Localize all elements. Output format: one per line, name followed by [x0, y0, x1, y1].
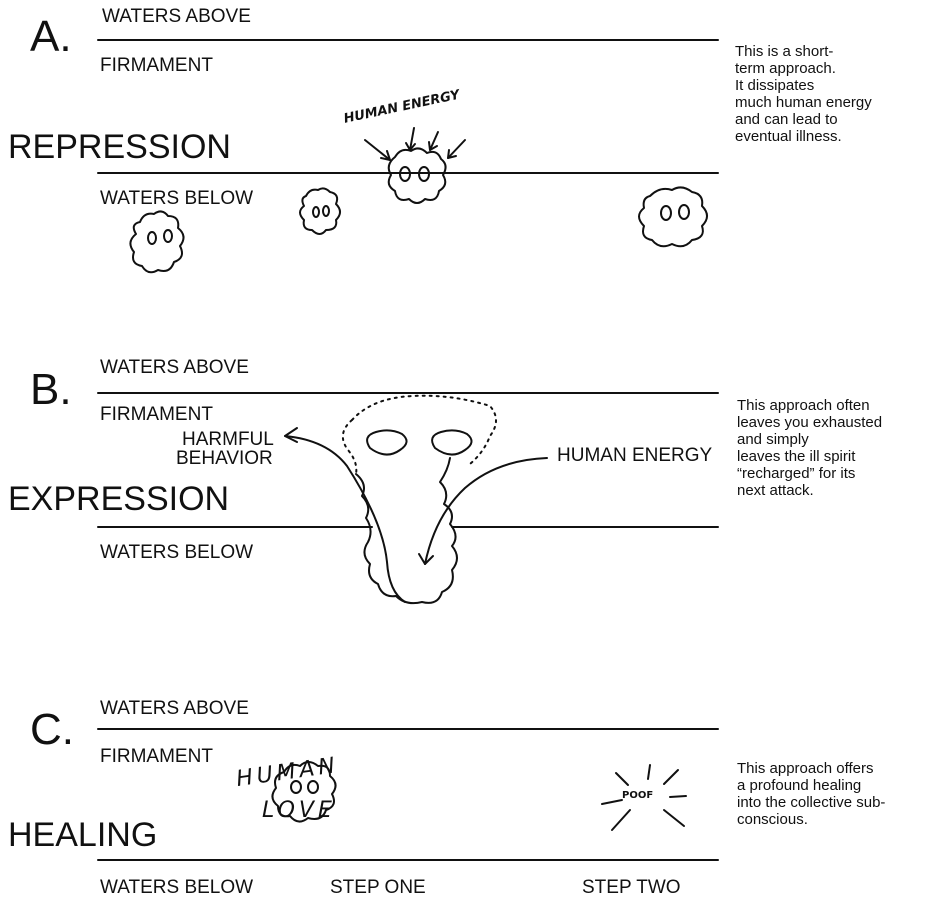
- panel-a-spirit-right: [639, 187, 707, 246]
- panel-a-spirit-center: [389, 148, 446, 203]
- panel-c-firmament: FIRMAMENT: [100, 746, 213, 768]
- panel-c-waters-below: WATERS BELOW: [100, 877, 253, 899]
- panel-b-note-line: and simply: [737, 431, 942, 448]
- panel-a-note-line: term approach.: [735, 60, 940, 77]
- panel-b-note-line: leaves you exhausted: [737, 414, 942, 431]
- panel-c-letter: C.: [30, 705, 74, 755]
- panel-c-waters-above: WATERS ABOVE: [100, 698, 249, 720]
- panel-a-waters-above: WATERS ABOVE: [102, 6, 251, 28]
- panel-c-step-one: STEP ONE: [330, 877, 426, 899]
- panel-b-human-energy: HUMAN ENERGY: [557, 445, 712, 467]
- panel-b-waters-above: WATERS ABOVE: [100, 357, 249, 379]
- panel-a-note: This is a short- term approach. It dissi…: [735, 43, 940, 145]
- panel-a-spirit-small-left: [130, 211, 183, 272]
- panel-c-note-line: into the collective sub-: [737, 794, 942, 811]
- panel-c-note-line: This approach offers: [737, 760, 942, 777]
- panel-a-spirit-small-mid: [300, 188, 340, 234]
- panel-b-letter: B.: [30, 365, 72, 415]
- panel-a-letter: A.: [30, 12, 72, 62]
- panel-b-title: EXPRESSION: [8, 480, 229, 519]
- panel-c-note-line: a profound healing: [737, 777, 942, 794]
- panel-a-note-line: This is a short-: [735, 43, 940, 60]
- panel-a-note-line: It dissipates: [735, 77, 940, 94]
- panel-c-title: HEALING: [8, 816, 157, 855]
- panel-b-note-line: leaves the ill spirit: [737, 448, 942, 465]
- panel-b-arrows: [285, 428, 547, 602]
- panel-b-behavior-line: BEHAVIOR: [176, 449, 274, 468]
- panel-b-note-line: next attack.: [737, 482, 942, 499]
- panel-b-note: This approach often leaves you exhausted…: [737, 397, 942, 499]
- panel-a-energy-arrows: [365, 128, 465, 160]
- panel-c-hand-love: LOVE: [262, 798, 336, 823]
- panel-a-waters-below: WATERS BELOW: [100, 188, 253, 210]
- panel-c-note: This approach offers a profound healing …: [737, 760, 942, 828]
- panel-b-harmful-behavior: HARMFUL BEHAVIOR: [176, 430, 274, 468]
- panel-c-step-two: STEP TWO: [582, 877, 681, 899]
- panel-c-note-line: conscious.: [737, 811, 942, 828]
- panel-c-hand-poof: POOF: [622, 790, 653, 801]
- panel-b-firmament: FIRMAMENT: [100, 404, 213, 426]
- panel-a-firmament: FIRMAMENT: [100, 55, 213, 77]
- panel-b-harmful-line: HARMFUL: [176, 430, 274, 449]
- panel-b-waters-below: WATERS BELOW: [100, 542, 253, 564]
- panel-b-note-line: “recharged” for its: [737, 465, 942, 482]
- panel-a-title: REPRESSION: [8, 128, 231, 167]
- panel-a-note-line: much human energy: [735, 94, 940, 111]
- panel-b-note-line: This approach often: [737, 397, 942, 414]
- panel-a-note-line: eventual illness.: [735, 128, 940, 145]
- panel-a-note-line: and can lead to: [735, 111, 940, 128]
